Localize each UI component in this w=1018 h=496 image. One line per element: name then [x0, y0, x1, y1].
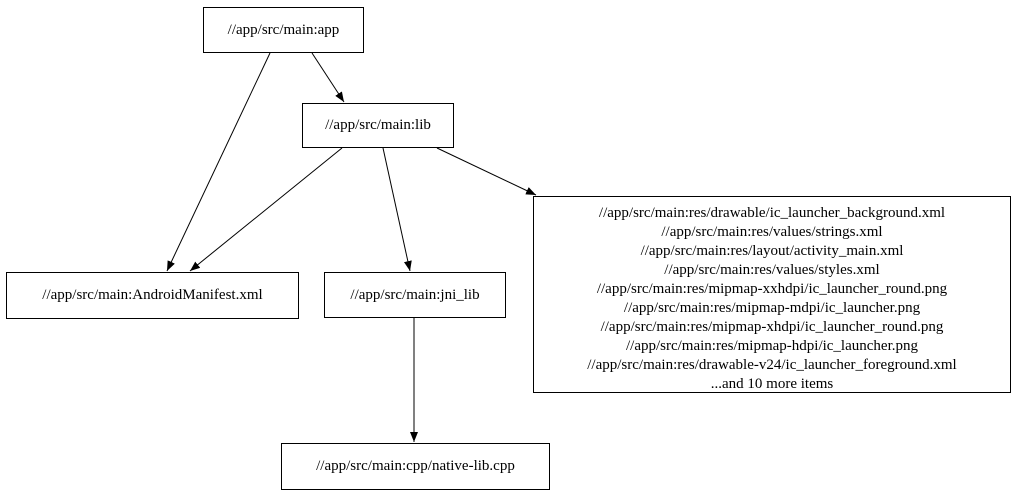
- edge-app-to-lib: [311, 52, 345, 103]
- node-androidmanifest-label: //app/src/main:AndroidManifest.xml: [42, 287, 263, 303]
- edge-lib-to-jni-lib: [382, 147, 412, 272]
- edge-app-to-androidmanifest: [166, 52, 271, 272]
- res-group-line: //app/src/main:res/mipmap-mdpi/ic_launch…: [623, 300, 921, 316]
- node-res-group: //app/src/main:res/drawable/ic_launcher_…: [533, 196, 1011, 393]
- res-group-line: //app/src/main:res/mipmap-xhdpi/ic_launc…: [600, 319, 944, 335]
- res-group-line: //app/src/main:res/drawable/ic_launcher_…: [598, 205, 946, 221]
- res-group-line: //app/src/main:res/mipmap-hdpi/ic_launch…: [625, 338, 918, 354]
- node-androidmanifest: //app/src/main:AndroidManifest.xml: [6, 272, 299, 319]
- node-jni-lib: //app/src/main:jni_lib: [324, 272, 506, 318]
- edge-lib-to-androidmanifest: [189, 147, 343, 272]
- edge-lib-to-res-group: [436, 147, 537, 196]
- node-jni-lib-label: //app/src/main:jni_lib: [350, 286, 480, 303]
- node-lib: //app/src/main:lib: [302, 103, 454, 148]
- res-group-line: //app/src/main:res/layout/activity_main.…: [640, 243, 904, 259]
- res-group-line: //app/src/main:res/values/styles.xml: [664, 262, 880, 278]
- node-app: //app/src/main:app: [203, 7, 364, 53]
- res-group-more-items: ...and 10 more items: [710, 376, 834, 392]
- node-native-lib-cpp-label: //app/src/main:cpp/native-lib.cpp: [316, 458, 515, 474]
- node-native-lib-cpp: //app/src/main:cpp/native-lib.cpp: [281, 443, 550, 490]
- res-group-line: //app/src/main:res/drawable-v24/ic_launc…: [587, 357, 957, 373]
- res-group-line: //app/src/main:res/values/strings.xml: [661, 224, 883, 240]
- node-app-label: //app/src/main:app: [227, 21, 340, 38]
- res-group-line: //app/src/main:res/mipmap-xxhdpi/ic_laun…: [596, 281, 948, 297]
- node-lib-label: //app/src/main:lib: [325, 117, 431, 133]
